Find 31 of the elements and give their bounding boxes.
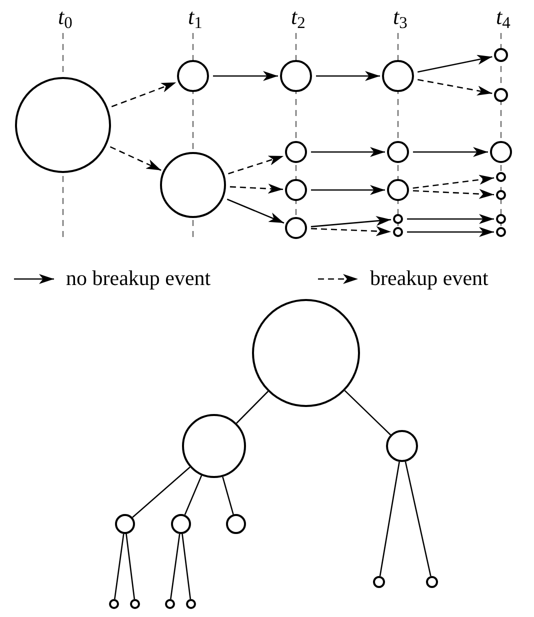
arrow xyxy=(310,216,392,228)
tree-line xyxy=(132,466,190,518)
arrow xyxy=(110,146,162,171)
arrow xyxy=(111,82,176,108)
arrow xyxy=(412,188,494,199)
arrow xyxy=(310,226,392,236)
arrow xyxy=(417,54,492,73)
arrow xyxy=(228,155,284,174)
tree-line xyxy=(222,476,234,515)
arrow xyxy=(413,147,488,157)
arrow xyxy=(407,214,494,224)
arrow xyxy=(316,71,380,81)
tree-line xyxy=(126,534,136,600)
tree-line xyxy=(404,461,432,576)
tree-line xyxy=(344,390,391,436)
arrow xyxy=(311,147,385,157)
tree-line xyxy=(182,534,192,600)
tree-line xyxy=(170,534,180,600)
arrow xyxy=(230,184,284,194)
arrow xyxy=(311,185,385,195)
tree-line xyxy=(236,390,268,424)
tree-line xyxy=(184,475,202,516)
legend-text: breakup event xyxy=(370,268,488,289)
arrow xyxy=(213,71,278,81)
arrow xyxy=(412,174,494,189)
tree-line xyxy=(379,462,400,576)
arrow xyxy=(407,227,494,237)
tree-line xyxy=(114,534,124,600)
arrow xyxy=(226,198,284,224)
legend-text: no breakup event xyxy=(66,268,211,289)
arrow xyxy=(418,79,492,96)
